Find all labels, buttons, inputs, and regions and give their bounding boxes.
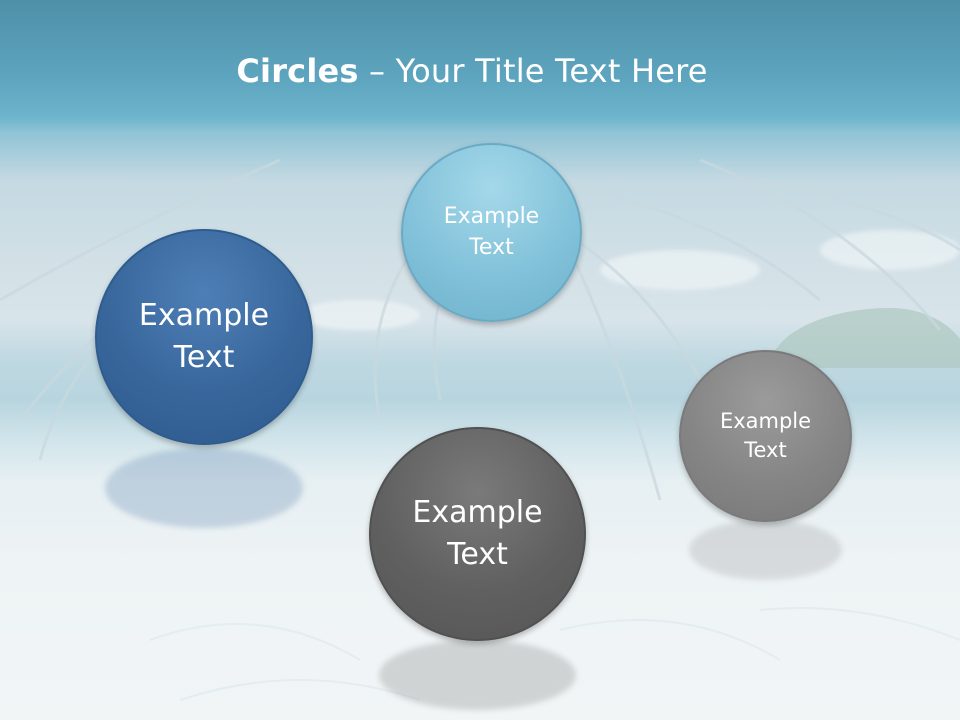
- circle-reflection: [105, 448, 303, 528]
- slide-title: Circles – Your Title Text Here: [0, 52, 944, 90]
- circle-light-blue[interactable]: Example Text: [401, 143, 582, 322]
- circle-reflection: [379, 640, 576, 710]
- background-cloud: [300, 300, 420, 330]
- circle-reflection: [689, 520, 842, 580]
- circle-label-line1: Example: [412, 495, 543, 530]
- circle-label-line2: Text: [447, 537, 508, 572]
- title-rest-part: – Your Title Text Here: [358, 52, 708, 90]
- circle-gray[interactable]: Example Text: [679, 350, 852, 522]
- circle-dark-gray[interactable]: Example Text: [369, 427, 586, 641]
- circle-label-line1: Example: [719, 408, 812, 433]
- circle-label-line1: Example: [138, 298, 270, 333]
- circle-blue-large[interactable]: Example Text: [95, 229, 313, 445]
- circle-label-line2: Text: [173, 340, 235, 375]
- circle-label-line2: Text: [744, 438, 787, 462]
- circle-label-line2: Text: [469, 234, 514, 260]
- circle-label-line1: Example: [443, 203, 540, 229]
- title-bold-part: Circles: [236, 52, 359, 90]
